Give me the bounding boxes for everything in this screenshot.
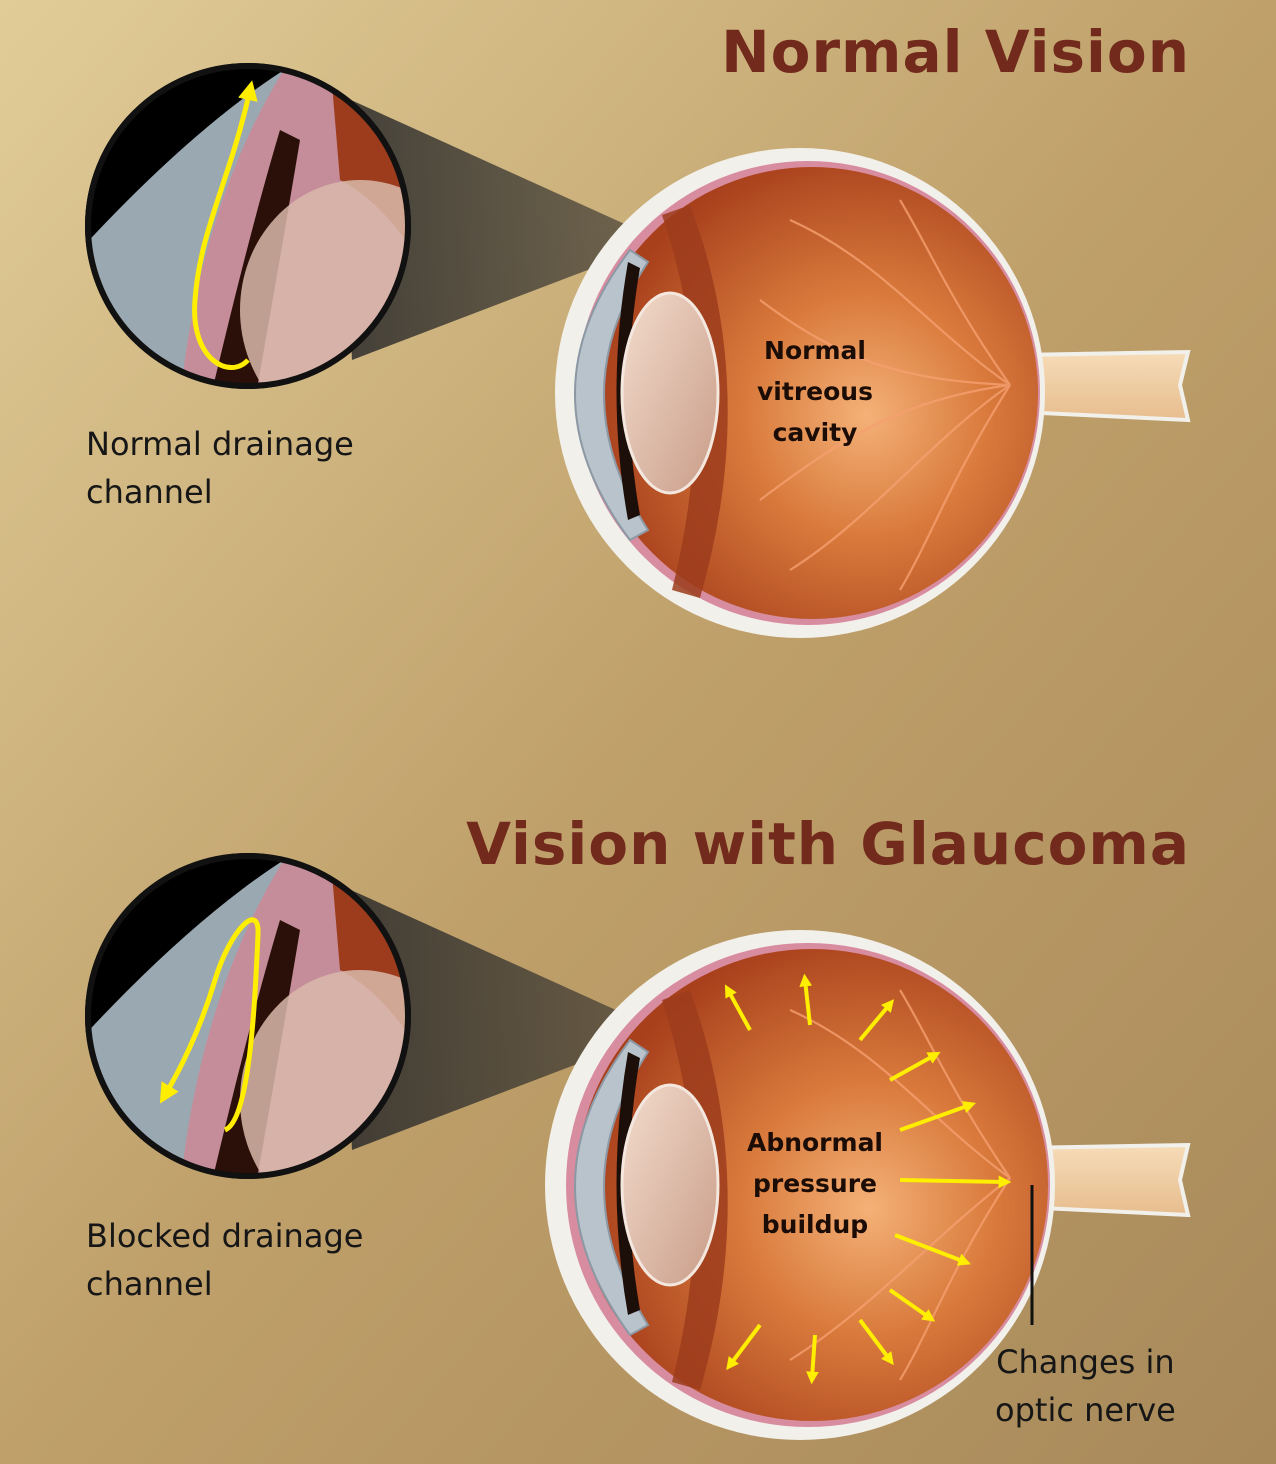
zoom-cone-glaucoma — [340, 885, 660, 1150]
caption-line: Normal drainage — [86, 425, 354, 463]
pressure-arrow-icon — [726, 1323, 762, 1371]
optic-nerve-icon — [1018, 349, 1191, 423]
caption-line: Changes in — [996, 1343, 1175, 1381]
pressure-arrow-icon — [888, 1288, 936, 1322]
label-line: buildup — [761, 1210, 869, 1239]
title-normal: Normal Vision — [721, 18, 1190, 86]
drainage-detail-lens-icon-blocked — [85, 853, 411, 1179]
pressure-arrows — [724, 973, 1012, 1385]
lens-icon — [620, 291, 720, 495]
pressure-arrow-icon — [806, 1334, 819, 1385]
caption-line: channel — [86, 1265, 213, 1303]
zoom-cone-normal — [340, 95, 660, 360]
label-line: pressure — [752, 1169, 878, 1198]
label-line: Abnormal — [746, 1128, 884, 1157]
pressure-arrow-icon — [899, 1101, 977, 1132]
pressure-arrow-icon — [858, 999, 895, 1042]
pressure-arrow-icon — [724, 984, 752, 1031]
label-line: cavity — [772, 418, 858, 447]
lens-icon-glaucoma — [620, 1083, 720, 1287]
pressure-arrow-icon — [858, 1318, 894, 1366]
normal-section — [85, 63, 1191, 638]
drainage-detail-lens-icon — [85, 63, 411, 389]
caption-normal-drainage: Normal drainage channel — [86, 420, 354, 516]
label-normal-vitreous-cavity: Normal vitreous cavity — [740, 330, 890, 453]
caption-line: optic nerve — [995, 1391, 1176, 1429]
glaucoma-section — [85, 853, 1191, 1440]
pressure-arrow-icon — [799, 973, 813, 1026]
label-abnormal-pressure: Abnormal pressure buildup — [730, 1122, 900, 1245]
label-line: Normal — [764, 336, 866, 365]
label-line: vitreous — [757, 377, 873, 406]
caption-line: channel — [86, 473, 213, 511]
caption-blocked-drainage: Blocked drainage channel — [86, 1212, 363, 1308]
caption-optic-nerve-changes: Changes in optic nerve — [995, 1338, 1176, 1434]
pressure-arrow-icon — [899, 1175, 1012, 1189]
title-glaucoma: Vision with Glaucoma — [466, 810, 1190, 878]
pressure-arrow-icon — [889, 1051, 941, 1082]
pressure-arrow-icon — [894, 1233, 971, 1266]
caption-line: Blocked drainage — [86, 1217, 364, 1255]
